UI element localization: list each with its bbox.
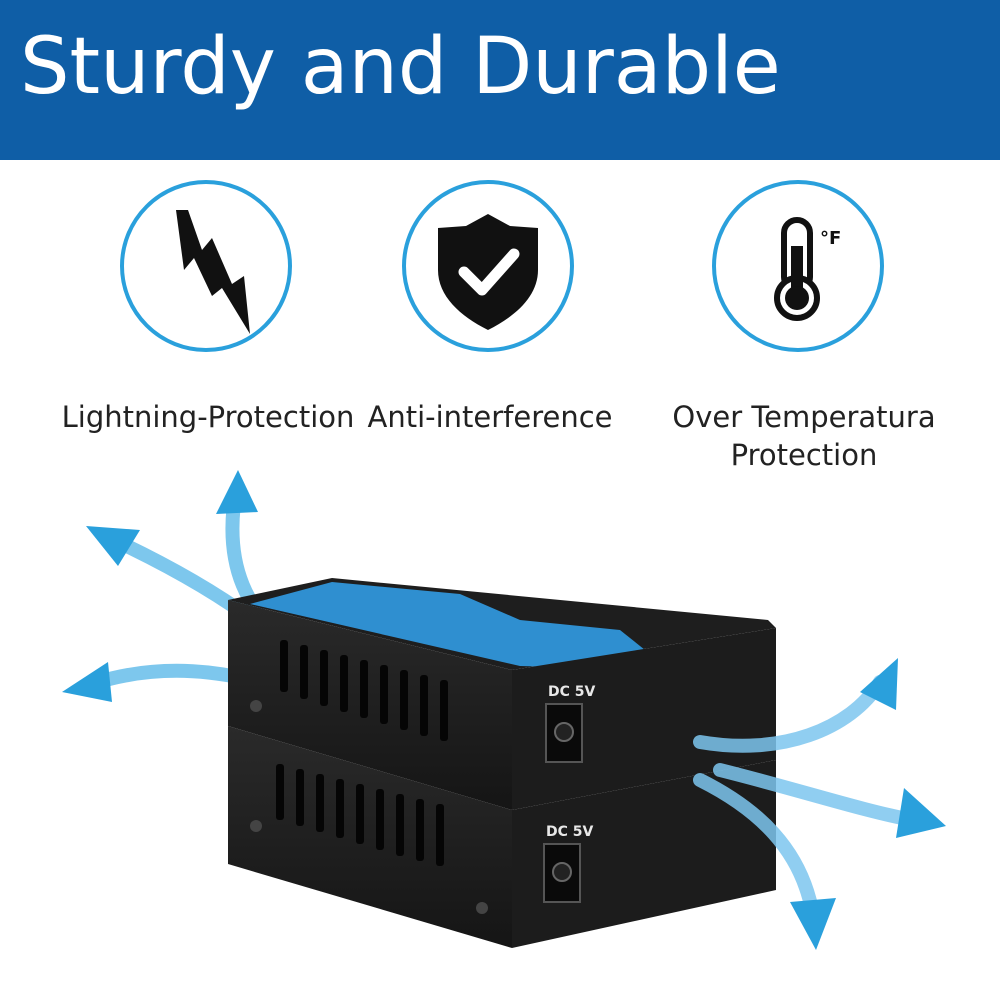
port-label-bottom: DC 5V [546,824,594,840]
feature-icon-ring [402,180,574,352]
port-label-top: DC 5V [548,684,596,700]
feature-label: Over Temperatura Protection [654,398,954,474]
shield-check-icon [438,214,538,330]
product-scene: DC 5V DC 5V [62,470,946,950]
feature-label-line2: Protection [730,438,878,472]
feature-label: Lightning-Protection [61,400,355,434]
feature-lightning-protection: Lightning-Protection [58,180,358,470]
thermometer-icon: °F [774,217,841,321]
feature-icon-ring: °F [712,180,884,352]
media-converter-bottom: DC 5V [228,726,776,948]
lid-label-stripe [250,582,670,670]
feature-label-line1: Over Temperatura [672,400,936,434]
header-banner: Sturdy and Durable [0,0,1000,160]
airflow-arrows-right [693,658,946,950]
feature-icon-ring [120,180,292,352]
lightning-icon [176,210,250,334]
feature-anti-interference: Anti-interference [340,180,640,470]
feature-label: Anti-interference [367,400,613,434]
media-converter-top: DC 5V [228,578,776,810]
feature-over-temperature-protection: °F Over Temperatura Protection [654,180,954,472]
banner-title: Sturdy and Durable [20,22,781,112]
temperature-unit: °F [820,228,841,249]
